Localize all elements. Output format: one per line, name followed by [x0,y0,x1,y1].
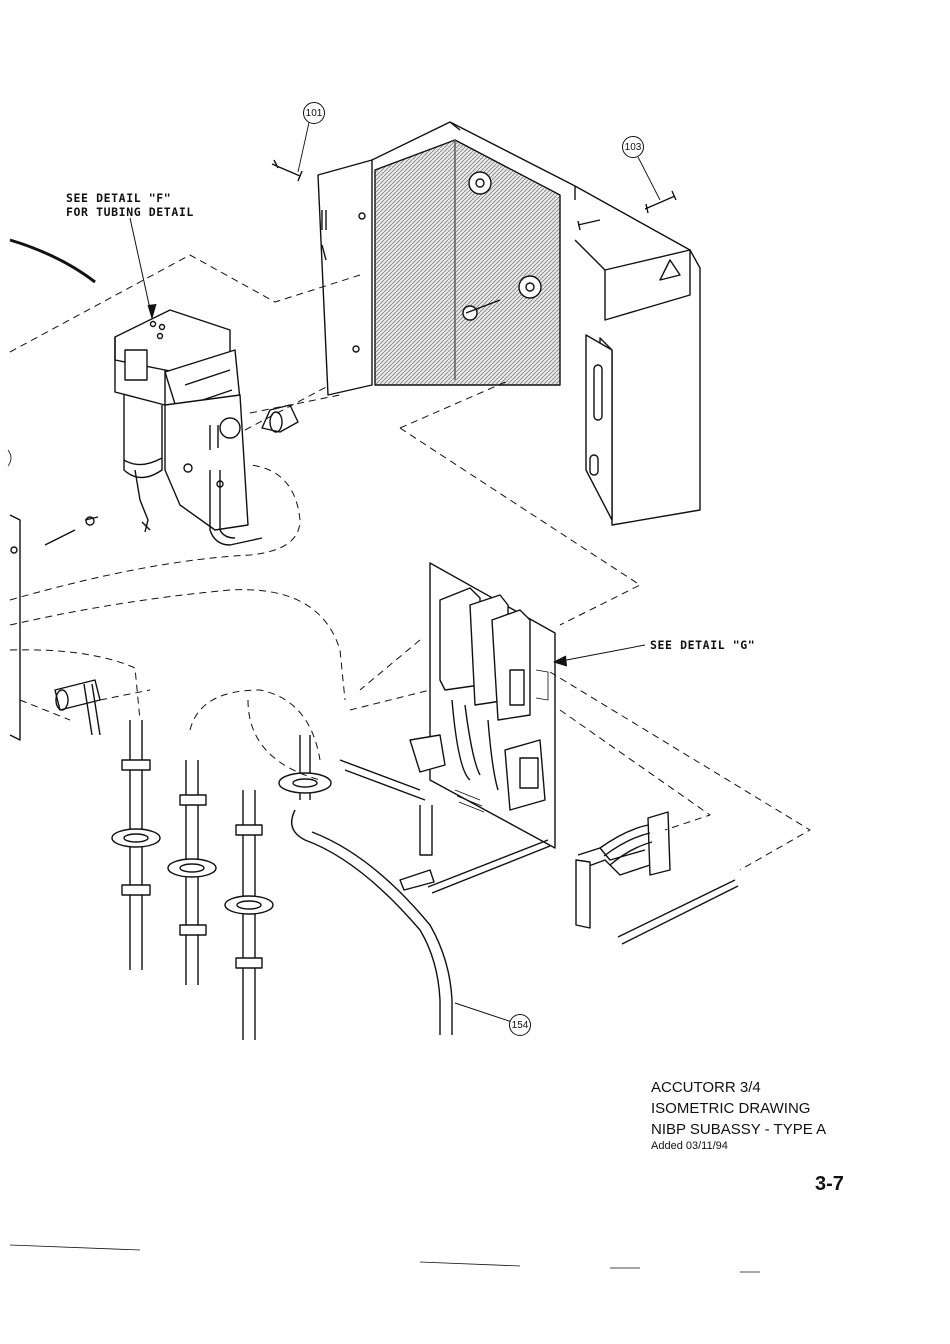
title-product: ACCUTORR 3/4 [651,1077,826,1098]
screw-101 [272,118,310,181]
title-subassembly: NIBP SUBASSY - TYPE A [651,1119,826,1140]
callout-103: 103 [622,136,644,158]
tube-assemblies [55,680,452,1040]
callout-101: 101 [303,102,325,124]
filter-panel [353,140,560,385]
screw-103 [578,157,676,230]
callout-154: 154 [509,1014,531,1036]
ribbon-cable [576,812,670,928]
title-added-date: Added 03/11/94 [651,1140,826,1153]
page-number: 3-7 [815,1173,844,1196]
see-detail-g-note: SEE DETAIL "G" [650,638,755,652]
pump-assembly [115,310,298,545]
rods [400,840,738,944]
title-drawing-type: ISOMETRIC DRAWING [651,1098,826,1119]
scan-marks [8,450,760,1272]
see-detail-f-note: SEE DETAIL "F" FOR TUBING DETAIL [66,191,194,219]
title-block: ACCUTORR 3/4 ISOMETRIC DRAWING NIBP SUBA… [651,1077,826,1153]
side-plate [10,240,98,740]
